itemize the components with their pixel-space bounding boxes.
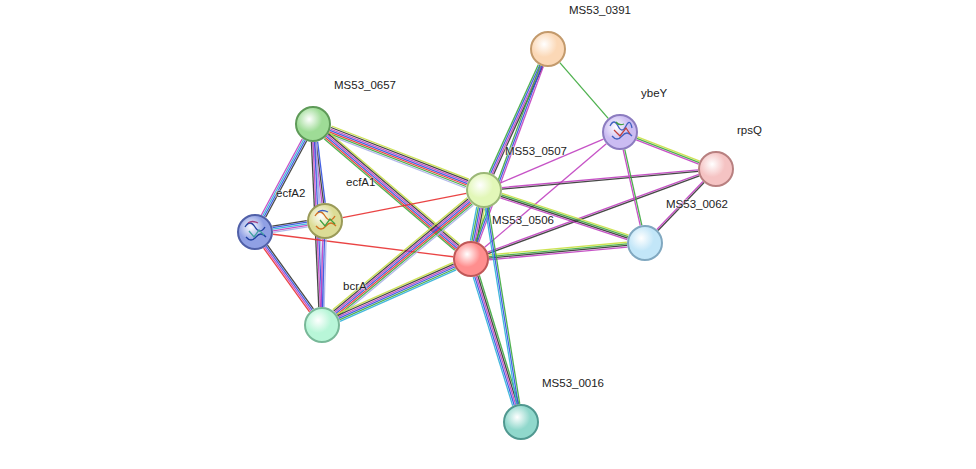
protein-node: ecfA1 [307,203,343,239]
interaction-edge [501,139,604,183]
protein-node: MS53_0391 [530,31,566,67]
protein-node: MS53_0507 [466,172,502,208]
interaction-edge [636,137,700,164]
node-label: MS53_0507 [505,145,567,157]
interaction-edge [272,221,307,233]
protein-node: ecfA2 [237,214,273,250]
interaction-edge [560,63,608,119]
protein-node: MS53_0016 [503,404,539,440]
node-label: MS53_0657 [334,79,396,91]
interaction-edge [337,263,456,322]
interaction-edge [485,208,519,405]
node-label: ybeY [641,87,667,99]
interaction-edge [623,149,642,225]
node-label: ecfA1 [346,176,375,188]
interaction-edge [321,239,326,307]
node-label: bcrA [343,280,367,292]
interaction-edge [502,170,698,189]
protein-node: MS53_0506 [453,241,489,277]
interaction-edge [489,242,628,259]
interaction-edge [488,174,700,253]
node-label: MS53_0506 [492,214,554,226]
protein-node: ybeY [602,114,638,150]
node-label: MS53_0016 [542,377,604,389]
node-label: ecfA2 [276,187,305,199]
interaction-edge [328,126,469,188]
node-label: rpsQ [737,124,762,136]
protein-node: MS53_0062 [627,225,663,261]
interaction-edge [264,245,314,312]
protein-node: bcrA [304,307,340,343]
node-label: MS53_0062 [666,198,728,210]
interaction-edge [261,139,306,218]
node-label: MS53_0391 [569,4,631,16]
protein-node: MS53_0657 [295,106,331,142]
protein-node: rpsQ [698,151,734,187]
interaction-edge [473,275,519,405]
